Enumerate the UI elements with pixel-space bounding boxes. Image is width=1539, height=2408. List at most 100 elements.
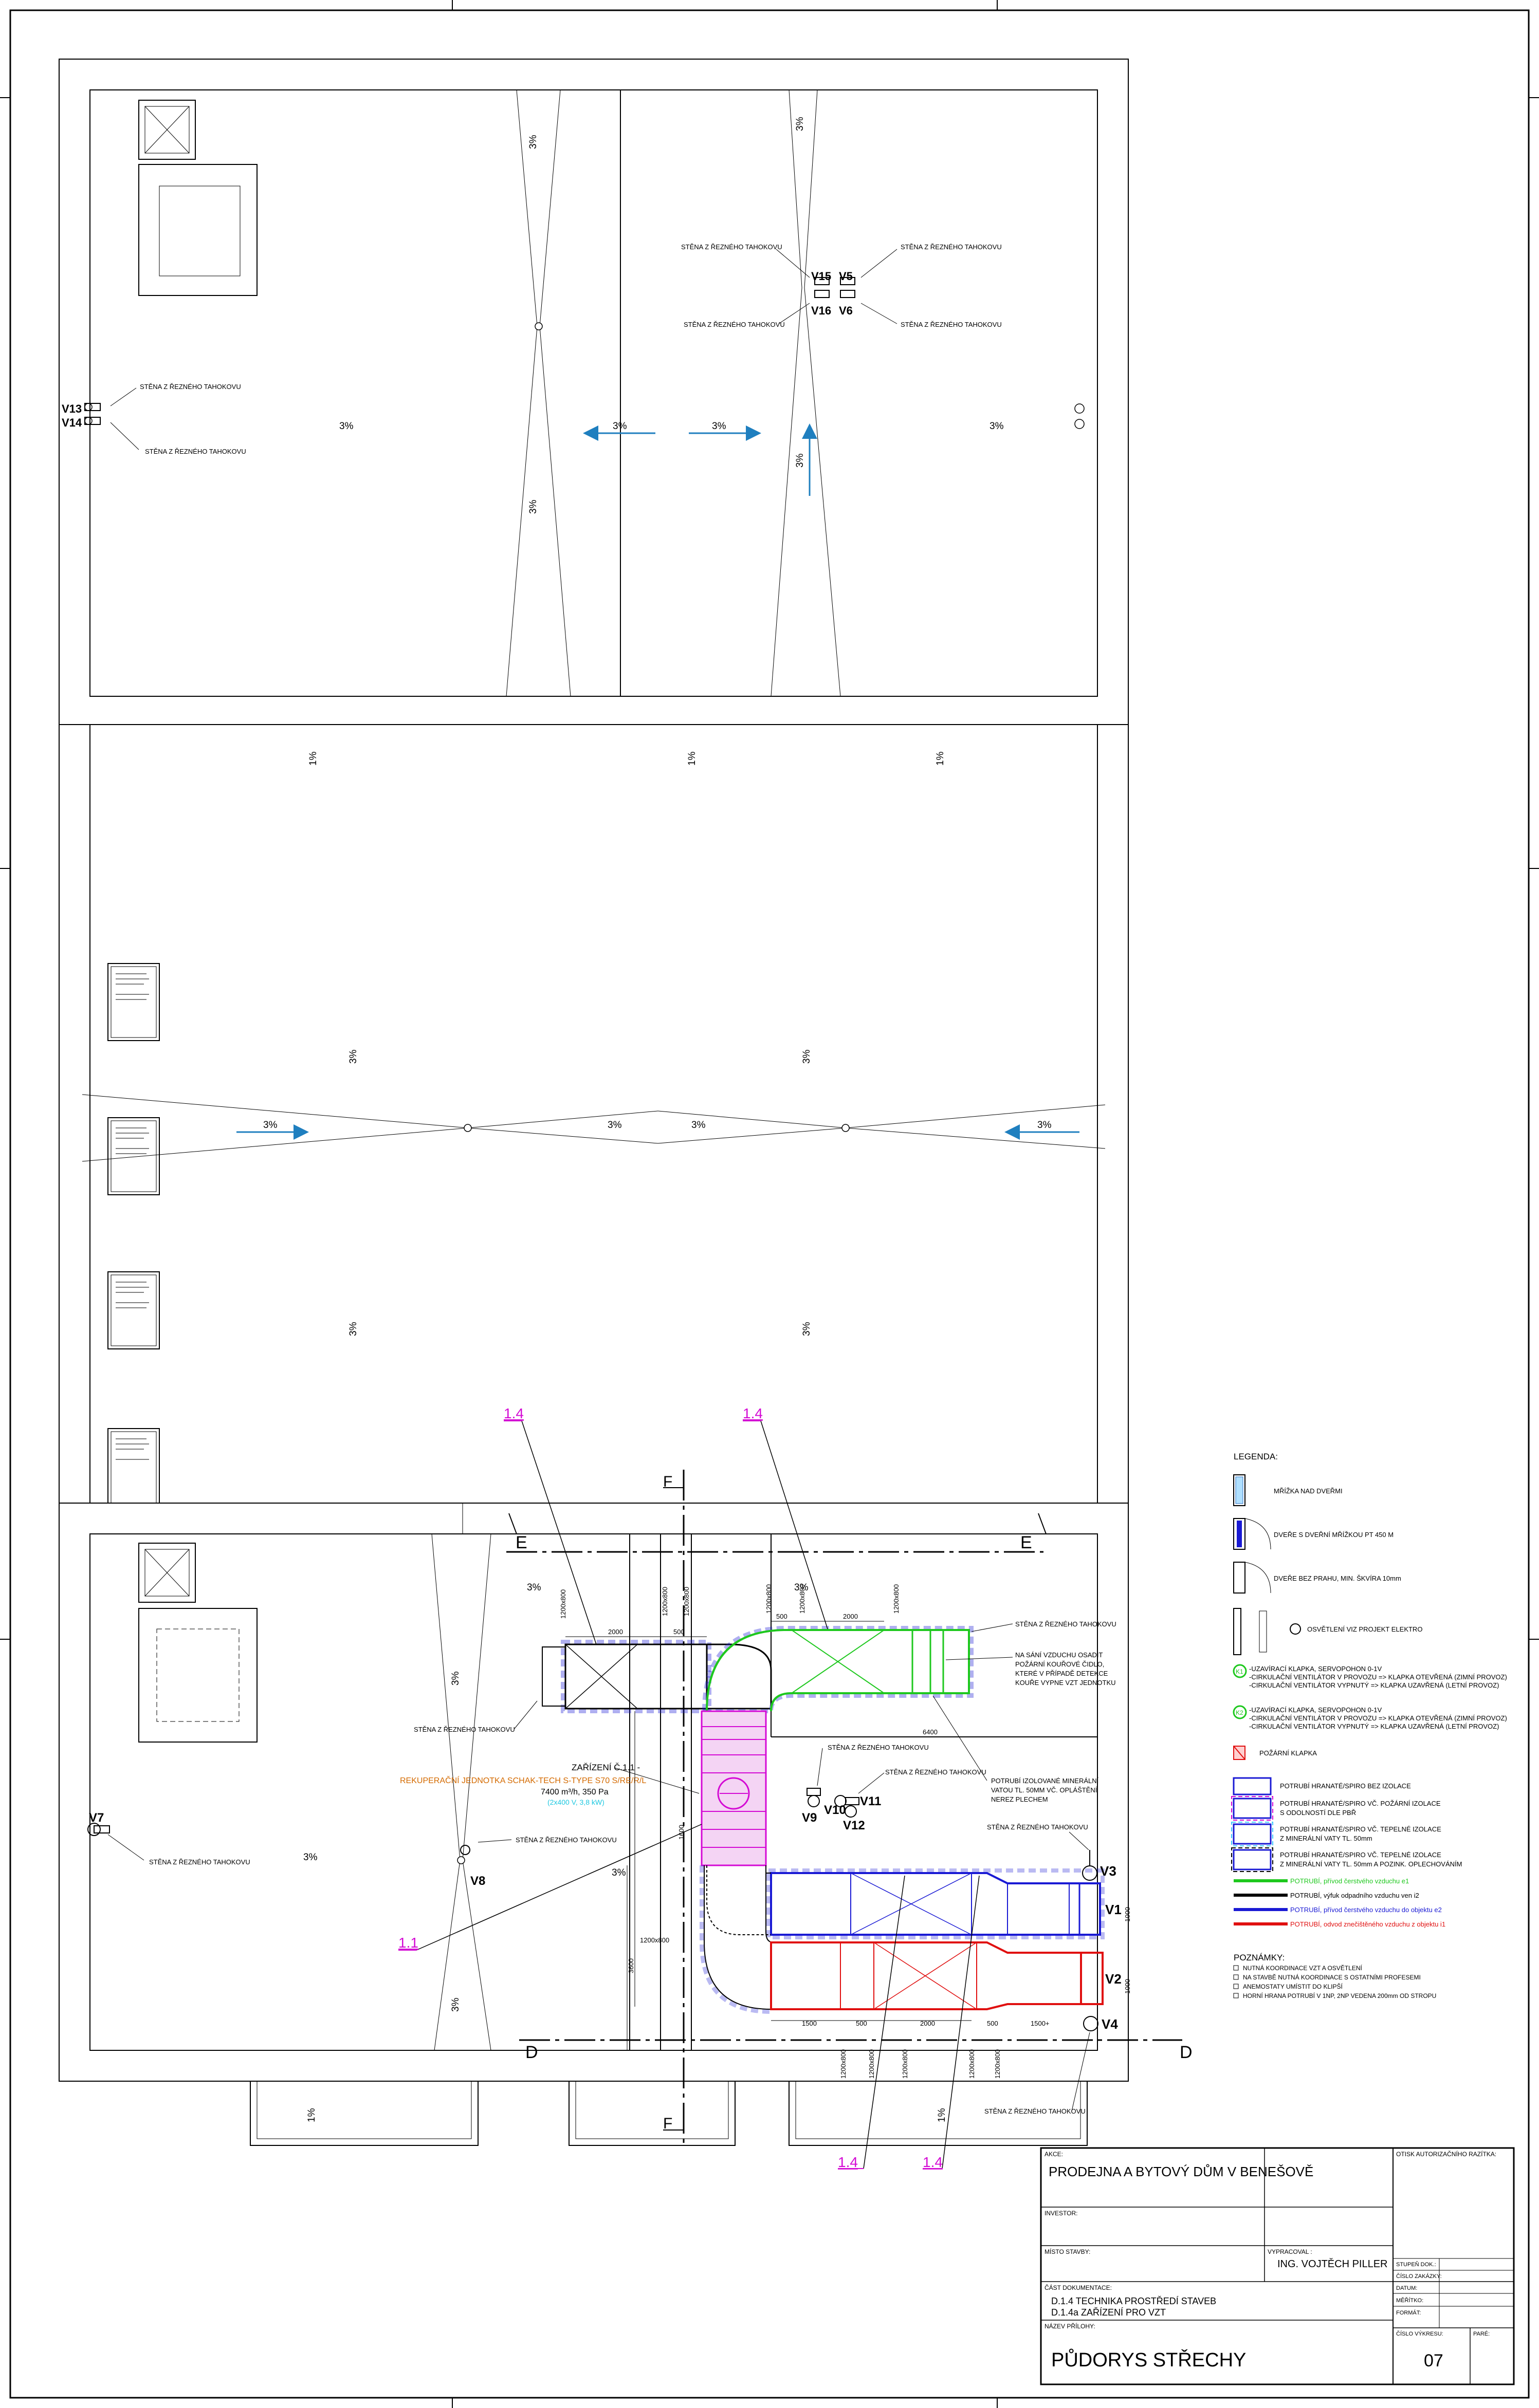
slope-label: 3% (794, 1582, 809, 1593)
duct-supply-blue[interactable] (766, 1868, 1105, 1939)
section-marker-e (506, 1513, 1047, 1553)
dim-label: 1200x800 (868, 2049, 875, 2079)
slope-label: 3% (712, 421, 726, 432)
duct-bend-black (706, 1643, 772, 1710)
dim-label: 1200x800 (892, 1584, 900, 1614)
svg-text:KTERÉ V PŘÍPADĚ DETEKCE: KTERÉ V PŘÍPADĚ DETEKCE (1015, 1670, 1108, 1677)
slope-label: 3% (795, 453, 805, 468)
info-note (107, 1271, 160, 1349)
tb-cast-label: ČÁST DOKUMENTACE: (1045, 2284, 1112, 2291)
svg-text:POTRUBÍ HRANATÉ/SPIRO VČ. TEPE: POTRUBÍ HRANATÉ/SPIRO VČ. TEPELNÉ IZOLAC… (1280, 1825, 1441, 1833)
ref-1-4-b[interactable]: 1.4 (743, 1405, 828, 1629)
legend-k1: K1 -UZAVÍRACÍ KLAPKA, SERVOPOHON 0-1V-CI… (1233, 1664, 1507, 1689)
dim-label: 1200x800 (683, 1587, 690, 1616)
slope-label: 3% (613, 421, 627, 432)
stena-label: STĚNA Z ŘEZNÉHO TAHOKOVU (140, 383, 241, 391)
svg-text:POTRUBÍ, přívod čerstvého vzdu: POTRUBÍ, přívod čerstvého vzduchu e1 (1290, 1877, 1409, 1885)
dim-label: 1500 (802, 2020, 817, 2027)
slope-label: 3% (527, 1582, 541, 1593)
vent-label-v14: V14 (62, 416, 82, 429)
svg-text:-CIRKULAČNÍ VENTILÁTOR VYPNUTÝ: -CIRKULAČNÍ VENTILÁTOR VYPNUTÝ => KLAPKA… (1249, 1722, 1499, 1730)
dim-label: 1500+ (1031, 2020, 1050, 2027)
vent-label-v3: V3 (1100, 1863, 1116, 1879)
legend-duct: POTRUBÍ HRANATÉ/SPIRO VČ. POŽÁRNÍ IZOLAC… (1231, 1796, 1441, 1821)
dim-label: 1200x800 (640, 1936, 669, 1944)
ref-1-4-a[interactable]: 1.4 (504, 1405, 597, 1645)
vent-label-v10: V10 (824, 1803, 846, 1817)
svg-text:-CIRKULAČNÍ VENTILÁTOR V PROVO: -CIRKULAČNÍ VENTILÁTOR V PROVOZU => KLAP… (1249, 1714, 1507, 1722)
duct-extract-red[interactable] (700, 1865, 1104, 2014)
svg-text:DVEŘE S DVEŘNÍ MŘÍŽKOU PT 450: DVEŘE S DVEŘNÍ MŘÍŽKOU PT 450 M (1274, 1531, 1394, 1539)
vent-label-v1[interactable]: V1 (1105, 1902, 1122, 1917)
svg-text:S ODOLNOSTÍ DLE PBŘ: S ODOLNOSTÍ DLE PBŘ (1280, 1809, 1356, 1817)
stena-label: STĚNA Z ŘEZNÉHO TAHOKOVU (414, 1726, 515, 1733)
stena-label: STĚNA Z ŘEZNÉHO TAHOKOVU (901, 243, 1002, 251)
dim-label: 1200x800 (968, 2049, 976, 2079)
vent-group-v13-v14[interactable]: V13 V14 STĚNA Z ŘEZNÉHO TAHOKOVU STĚNA Z… (62, 383, 246, 455)
title-block: AKCE: PRODEJNA A BYTOVÝ DŮM V BENEŠOVĚ I… (1040, 2147, 1515, 2385)
slope-label: 3% (450, 1997, 461, 2012)
stena-label: STĚNA Z ŘEZNÉHO TAHOKOVU (1015, 1620, 1116, 1628)
svg-text:POŽÁRNÍ KOUŘOVÉ ČIDLO,: POŽÁRNÍ KOUŘOVÉ ČIDLO, (1015, 1660, 1104, 1668)
svg-text:NUTNÁ KOORDINACE VZT A OSVĚTLE: NUTNÁ KOORDINACE VZT A OSVĚTLENÍ (1243, 1964, 1362, 1972)
stena-label: STĚNA Z ŘEZNÉHO TAHOKOVU (828, 1744, 929, 1751)
svg-text:POTRUBÍ HRANATÉ/SPIRO VČ. POŽÁ: POTRUBÍ HRANATÉ/SPIRO VČ. POŽÁRNÍ IZOLAC… (1280, 1800, 1441, 1807)
tb-akce-value: PRODEJNA A BYTOVÝ DŮM V BENEŠOVĚ (1049, 2163, 1313, 2179)
stena-label: STĚNA Z ŘEZNÉHO TAHOKOVU (684, 321, 785, 328)
vent-group-v9-v12[interactable]: V9 V10 V11 V12 STĚNA Z ŘEZNÉHO TAHOKOVU … (802, 1744, 986, 1832)
legend-title: LEGENDA: (1234, 1452, 1278, 1461)
note-sani: NA SÁNÍ VZDUCHU OSADIT POŽÁRNÍ KOUŘOVÉ Č… (945, 1651, 1116, 1687)
legend-item: MŘÍŽKA NAD DVEŘMI (1233, 1474, 1343, 1506)
svg-text:1.1: 1.1 (398, 1935, 418, 1951)
vent-label-v8: V8 (470, 1874, 485, 1888)
legend-fire-damper: POŽÁRNÍ KLAPKA (1233, 1746, 1317, 1760)
tb-stupen-label: STUPEŇ DOK.: (1396, 2261, 1436, 2268)
svg-text:VATOU TL. 50MM VČ. OPLÁŠTĚNÍ: VATOU TL. 50MM VČ. OPLÁŠTĚNÍ (991, 1786, 1097, 1794)
vent-label-v6: V6 (839, 304, 853, 317)
ref-1-1[interactable]: 1.1 (398, 1824, 702, 1951)
dim-label: 500 (776, 1613, 787, 1620)
tb-pare-label: PARÉ: (1473, 2330, 1490, 2337)
vent-label-v11: V11 (860, 1794, 881, 1808)
stena-label: STĚNA Z ŘEZNÉHO TAHOKOVU (885, 1768, 986, 1776)
svg-text:POTRUBÍ, přívod čerstvého vzdu: POTRUBÍ, přívod čerstvého vzduchu do obj… (1290, 1906, 1442, 1914)
legend-item: DVEŘE BEZ PRAHU, MIN. ŠKVÍRA 10mm (1233, 1562, 1401, 1594)
vent-v8[interactable]: V8 STĚNA Z ŘEZNÉHO TAHOKOVU (460, 1836, 617, 1888)
svg-text:POŽÁRNÍ KLAPKA: POŽÁRNÍ KLAPKA (1259, 1749, 1317, 1757)
svg-text:POTRUBÍ, odvod znečištěného vz: POTRUBÍ, odvod znečištěného vzduchu z ob… (1290, 1920, 1445, 1928)
svg-text:POTRUBÍ, výfuk odpadního vzduc: POTRUBÍ, výfuk odpadního vzduchu ven i2 (1290, 1892, 1419, 1899)
svg-text:-CIRKULAČNÍ VENTILÁTOR V PROVO: -CIRKULAČNÍ VENTILÁTOR V PROVOZU => KLAP… (1249, 1673, 1507, 1681)
tb-cislo-zakazky-label: ČÍSLO ZAKÁZKY: (1396, 2273, 1442, 2280)
duct-exhaust-left[interactable] (542, 1640, 711, 1713)
vent-label-v2[interactable]: V2 (1105, 1971, 1122, 1987)
stena-label: STĚNA Z ŘEZNÉHO TAHOKOVU (984, 2107, 1086, 2115)
vent-v7[interactable]: V7 STĚNA Z ŘEZNÉHO TAHOKOVU (87, 1811, 250, 1866)
slope-label: 3% (528, 499, 539, 514)
legend-duct: POTRUBÍ HRANATÉ/SPIRO BEZ IZOLACE (1233, 1777, 1411, 1795)
tb-cast-line1: D.1.4 TECHNIKA PROSTŘEDÍ STAVEB (1051, 2296, 1216, 2306)
tb-cast-line2: D.1.4a ZAŘÍZENÍ PRO VZT (1051, 2307, 1166, 2318)
light-icon (1290, 1623, 1301, 1635)
svg-text:K2: K2 (1236, 1709, 1243, 1716)
tb-akce-label: AKCE: (1045, 2151, 1063, 2158)
vent-group-v15-v16-v5-v6[interactable]: V15 V16 V5 V6 STĚNA Z ŘEZNÉHO TAHOKOVU S… (681, 243, 1002, 328)
hvac-unit-1-1[interactable] (701, 1710, 767, 1866)
ref-1-4-d[interactable]: 1.4 (923, 1875, 980, 2170)
legend-line: POTRUBÍ, odvod znečištěného vzduchu z ob… (1234, 1920, 1445, 1928)
legend-duct: POTRUBÍ HRANATÉ/SPIRO VČ. TEPELNÉ IZOLAC… (1231, 1847, 1462, 1872)
note-zarizeni: ZAŘÍZENÍ Č.1.1 - REKUPERAČNÍ JEDNOTKA SC… (400, 1763, 700, 1806)
ref-1-4-c[interactable]: 1.4 (838, 1875, 905, 2170)
vent-v4[interactable]: V4 (1083, 2016, 1118, 2032)
duct-fresh-air-green[interactable] (702, 1626, 974, 1713)
dim-label: 500 (856, 2020, 867, 2027)
roof-section-bottom: 1% 1% 3% 3% 3% 3% 3% 3% 3% (59, 1405, 1193, 2170)
svg-text:POTRUBÍ HRANATÉ/SPIRO VČ. TEPE: POTRUBÍ HRANATÉ/SPIRO VČ. TEPELNÉ IZOLAC… (1280, 1851, 1441, 1859)
svg-text:1.4: 1.4 (743, 1405, 763, 1421)
vent-v3[interactable]: V3 (1082, 1850, 1116, 1881)
slope-label: 3% (801, 1049, 812, 1064)
legend-item: OSVĚTLENÍ VIZ PROJEKT ELEKTRO (1233, 1608, 1422, 1655)
legend-line: POTRUBÍ, výfuk odpadního vzduchu ven i2 (1234, 1892, 1419, 1899)
poznamky-title: POZNÁMKY: (1234, 1953, 1285, 1962)
tb-datum-label: DATUM: (1396, 2285, 1417, 2291)
